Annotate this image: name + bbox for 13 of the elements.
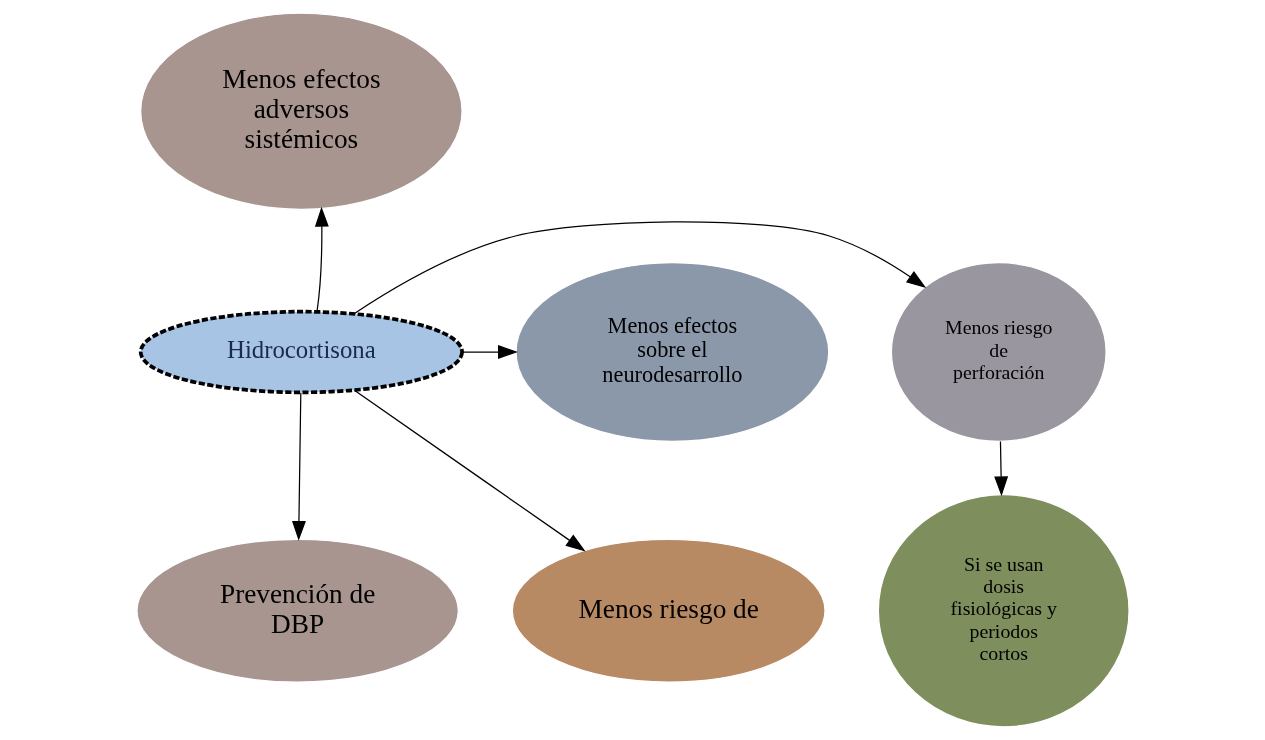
node-ellipse: Menos riesgo de perforación bbox=[890, 262, 1107, 442]
arrow bbox=[291, 392, 306, 541]
arrow bbox=[993, 440, 1008, 497]
node-ellipse: Prevención de DBP bbox=[135, 538, 459, 683]
node-ellipse: Menos efectos sobre el neurodesarrollo bbox=[514, 262, 829, 442]
arrow bbox=[461, 345, 518, 359]
arrow bbox=[353, 389, 586, 552]
node-ellipse: Hidrocortisona bbox=[138, 309, 464, 395]
node-circle: Si se usan dosis fisiológicas y periodos cortos bbox=[877, 494, 1130, 728]
arrow bbox=[314, 206, 329, 312]
arrow bbox=[353, 221, 926, 315]
node-ellipse: Menos efectos adversos sistémicos bbox=[139, 12, 463, 210]
node-ellipse: Menos riesgo de bbox=[511, 538, 826, 683]
